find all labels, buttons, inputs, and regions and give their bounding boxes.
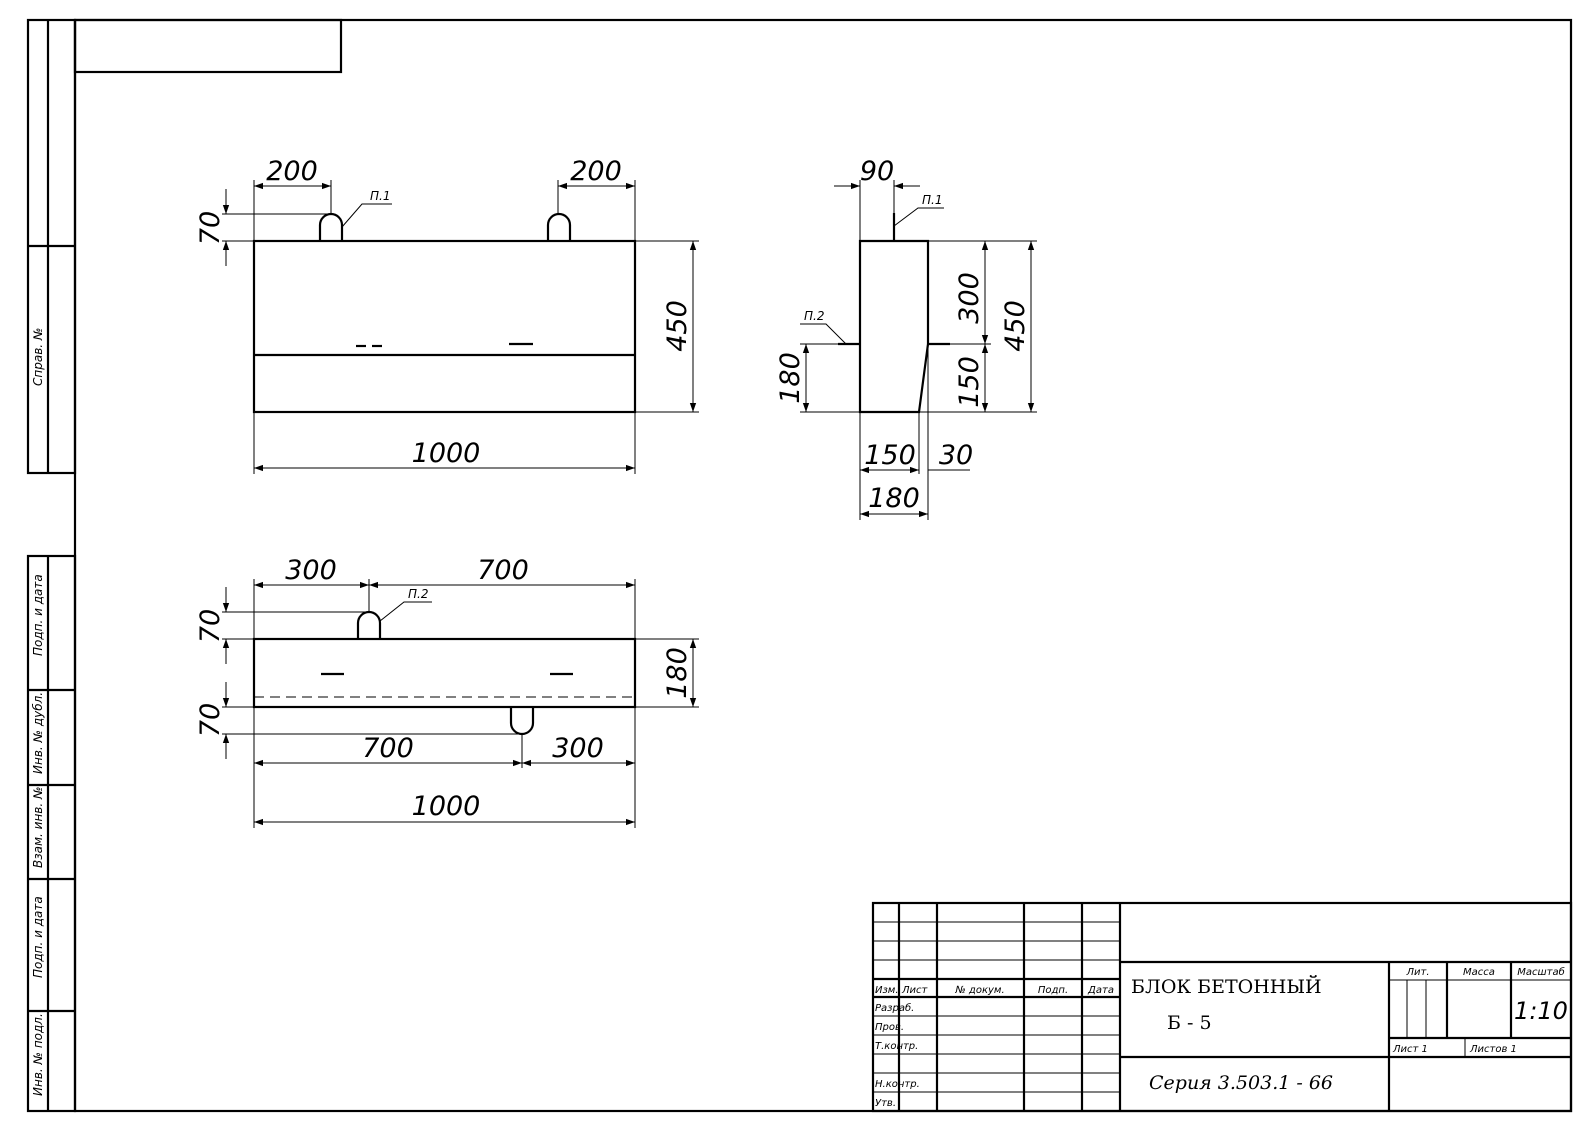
col-podp: Подп. bbox=[1038, 985, 1068, 996]
inv-dubl-label: Инв. № дубл. bbox=[31, 692, 45, 774]
dim-180-plan: 180 bbox=[662, 647, 693, 699]
dim-150-side-right: 150 bbox=[954, 356, 985, 408]
lit-label: Лит. bbox=[1405, 967, 1429, 978]
left-strip-upper: Справ. № bbox=[26, 18, 77, 475]
dim-200-left: 200 bbox=[266, 156, 318, 187]
row-tkontr: Т.контр. bbox=[875, 1041, 918, 1052]
front-body bbox=[252, 239, 637, 414]
side-body bbox=[858, 239, 930, 414]
dim-450-side: 450 bbox=[1000, 300, 1031, 352]
dim-70-front: 70 bbox=[195, 211, 226, 245]
dim-150-side-bottom: 150 bbox=[864, 440, 916, 471]
label-p2-plan: П.2 bbox=[408, 587, 428, 601]
dim-1000-front: 1000 bbox=[412, 438, 481, 469]
title-block: Изм. Лист № докум. Подп. Дата Разраб. Пр… bbox=[871, 901, 1573, 1113]
plan-body bbox=[252, 637, 637, 709]
dim-300-plan-top: 300 bbox=[285, 555, 337, 586]
drawing-series: Серия 3.503.1 - 66 bbox=[1149, 1072, 1333, 1094]
lifting-loop-left bbox=[318, 212, 344, 241]
sheet-label: Лист 1 bbox=[1392, 1044, 1428, 1055]
row-nkontr: Н.контр. bbox=[875, 1079, 920, 1090]
dim-1000-plan: 1000 bbox=[412, 791, 481, 822]
dim-180-side-left: 180 bbox=[775, 352, 806, 404]
dim-30: 30 bbox=[939, 440, 973, 471]
plan-loop-top bbox=[356, 610, 382, 639]
plan-loop-bottom bbox=[509, 707, 535, 736]
dim-700-plan-bottom: 700 bbox=[362, 733, 414, 764]
dim-200-right: 200 bbox=[570, 156, 622, 187]
plan-view: 300 700 П.2 70 180 70 700 300 1000 bbox=[195, 555, 699, 828]
drawing-mark: Б - 5 bbox=[1167, 1012, 1212, 1034]
dim-70-plan-bottom: 70 bbox=[195, 703, 226, 737]
masshtab-label: Масштаб bbox=[1517, 966, 1565, 978]
dim-700-plan-top: 700 bbox=[477, 555, 529, 586]
sheets-label: Листов 1 bbox=[1469, 1044, 1517, 1055]
col-data: Дата bbox=[1087, 985, 1114, 996]
podp-data-label-2: Подп. и дата bbox=[31, 896, 45, 978]
scale-value: 1:10 bbox=[1514, 997, 1568, 1025]
lifting-loop-right bbox=[546, 212, 572, 241]
dim-90: 90 bbox=[860, 156, 894, 187]
vzam-inv-label: Взам. инв. № bbox=[31, 787, 45, 868]
label-p1-front: П.1 bbox=[370, 189, 390, 203]
dim-180-side-bottom: 180 bbox=[868, 483, 920, 514]
dim-450-front: 450 bbox=[662, 300, 693, 352]
sprav-no-label: Справ. № bbox=[31, 328, 45, 386]
col-list: Лист bbox=[901, 985, 929, 996]
drawing-name: БЛОК БЕТОННЫЙ bbox=[1131, 975, 1322, 998]
left-strip-lower: Подп. и дата Инв. № дубл. Взам. инв. № П… bbox=[26, 554, 77, 1113]
inv-podl-label: Инв. № подл. bbox=[31, 1013, 45, 1096]
side-view: 90 П.1 П.2 180 300 150 450 150 30 180 bbox=[775, 156, 1037, 520]
row-prov: Пров. bbox=[875, 1022, 904, 1033]
row-utv: Утв. bbox=[875, 1098, 896, 1109]
front-view: 200 200 70 П.1 450 1000 bbox=[195, 156, 699, 474]
label-p2-side: П.2 bbox=[804, 309, 824, 323]
dim-300-plan-bottom: 300 bbox=[552, 733, 604, 764]
dim-300-side: 300 bbox=[954, 272, 985, 324]
row-razrab: Разраб. bbox=[875, 1002, 914, 1014]
col-izm: Изм. bbox=[875, 985, 899, 996]
massa-label: Масса bbox=[1463, 967, 1495, 978]
label-p1-side: П.1 bbox=[922, 193, 942, 207]
podp-data-label-1: Подп. и дата bbox=[31, 574, 45, 656]
col-dokum: № докум. bbox=[954, 985, 1004, 996]
dim-70-plan-top: 70 bbox=[195, 609, 226, 643]
